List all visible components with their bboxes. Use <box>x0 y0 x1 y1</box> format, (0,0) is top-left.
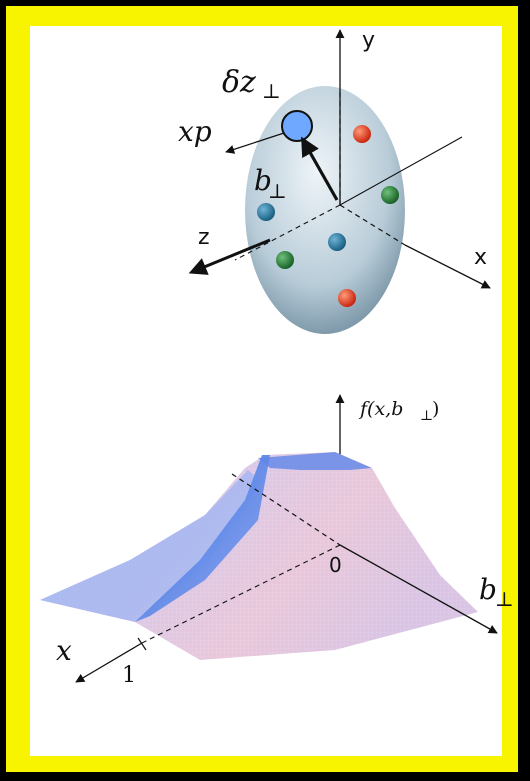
f-axis-label: f(x,b <box>358 398 403 420</box>
b-perp-axis-label-sub: ⊥ <box>495 587 514 611</box>
x-axis-dashed <box>339 204 406 246</box>
gpd-surface-left-flank <box>40 470 262 622</box>
transverse-line-right <box>339 136 463 206</box>
f-axis-label-close: ) <box>432 398 439 420</box>
b-perp-axis-label: b <box>479 573 497 606</box>
gpd-ridge <box>135 455 270 622</box>
z-axis-arrow <box>188 238 271 275</box>
transverse-line-left <box>234 204 341 261</box>
x-axis-surface <box>141 544 341 644</box>
quark-green-right <box>381 186 399 204</box>
nucleon-ellipsoid-figure: δz ⊥ xp b ⊥ y z x <box>178 28 491 334</box>
quark-red-top <box>353 125 371 143</box>
gpd-surface-figure: f(x,b ⊥ ) 0 b ⊥ x 1 <box>40 394 514 688</box>
xp-arrow <box>225 132 285 154</box>
one-label: 1 <box>122 663 136 688</box>
x-one-tick <box>137 637 147 651</box>
x-axis-label: x <box>474 245 487 270</box>
zero-label: 0 <box>329 553 342 577</box>
b-perp-arrow <box>301 136 339 201</box>
z-axis-label: z <box>198 225 210 250</box>
quark-blue-left <box>257 203 275 221</box>
quark-blue-center <box>328 233 346 251</box>
delta-z-label: δz <box>222 65 256 100</box>
nucleon-ellipsoid <box>245 86 405 334</box>
b-perp-axis-dashed <box>231 473 341 546</box>
b-perp-axis <box>339 544 498 634</box>
quark-green-left <box>276 251 294 269</box>
b-sub-label: ⊥ <box>268 179 287 203</box>
probed-parton <box>281 110 313 142</box>
x-axis-surface-label: x <box>56 634 72 667</box>
y-axis-label: y <box>362 28 375 53</box>
b-label: b <box>254 164 272 197</box>
f-axis-label-sub: ⊥ <box>420 408 433 424</box>
quark-red-bottom <box>338 289 356 307</box>
delta-z-sub: ⊥ <box>262 79 281 103</box>
xp-label: xp <box>178 115 212 148</box>
x-axis-lower <box>75 642 143 683</box>
x-axis-outer <box>404 244 491 289</box>
gpd-crest <box>258 452 372 470</box>
